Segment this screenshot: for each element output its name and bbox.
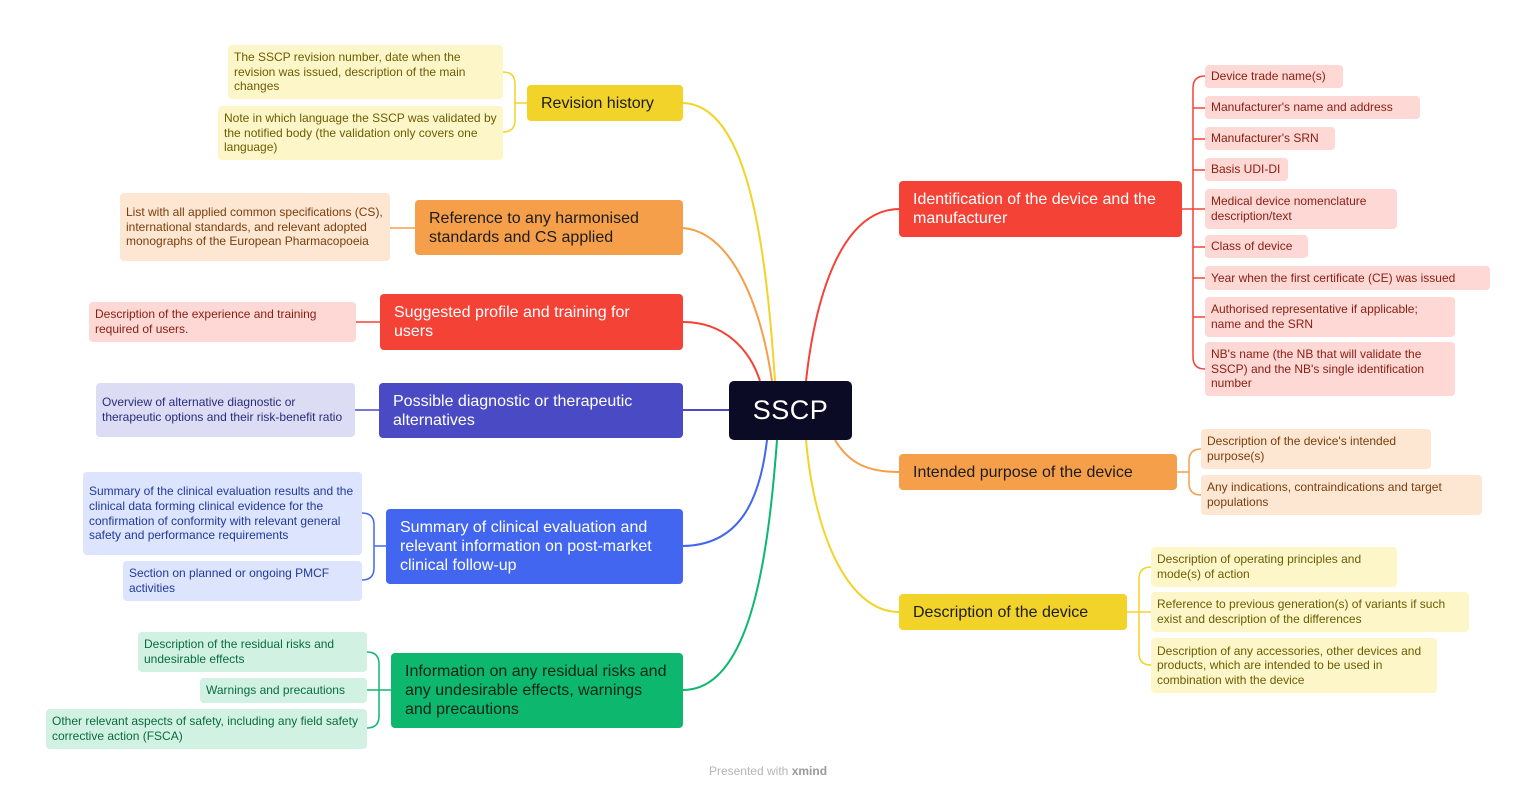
leaf-applied-specifications[interactable]: List with all applied common specificati… bbox=[120, 193, 390, 261]
leaf-accessories[interactable]: Description of any accessories, other de… bbox=[1151, 638, 1437, 693]
branch-intended-purpose[interactable]: Intended purpose of the device bbox=[899, 454, 1177, 490]
branch-revision-history[interactable]: Revision history bbox=[527, 85, 683, 121]
leaf-intended-purpose[interactable]: Description of the device's intended pur… bbox=[1201, 429, 1431, 469]
branch-alternatives[interactable]: Possible diagnostic or therapeutic alter… bbox=[379, 383, 683, 438]
leaf-operating-principles[interactable]: Description of operating principles and … bbox=[1151, 547, 1397, 587]
branch-identification[interactable]: Identification of the device and the man… bbox=[899, 181, 1182, 237]
leaf-device-class[interactable]: Class of device bbox=[1205, 235, 1308, 258]
leaf-warnings-precautions[interactable]: Warnings and precautions bbox=[200, 678, 367, 703]
leaf-revision-number[interactable]: The SSCP revision number, date when the … bbox=[228, 45, 503, 99]
footer-prefix: Presented with bbox=[708, 764, 789, 778]
leaf-indications-populations[interactable]: Any indications, contraindications and t… bbox=[1201, 475, 1482, 515]
leaf-previous-generations[interactable]: Reference to previous generation(s) of v… bbox=[1151, 592, 1469, 632]
branch-residual-risks[interactable]: Information on any residual risks and an… bbox=[391, 653, 683, 728]
leaf-basis-udi-di[interactable]: Basis UDI-DI bbox=[1205, 158, 1288, 181]
leaf-notified-body[interactable]: NB's name (the NB that will validate the… bbox=[1205, 342, 1455, 396]
leaf-experience-training[interactable]: Description of the experience and traini… bbox=[89, 302, 356, 342]
branch-device-description[interactable]: Description of the device bbox=[899, 594, 1127, 630]
leaf-trade-name[interactable]: Device trade name(s) bbox=[1205, 65, 1343, 88]
branch-user-profile-training[interactable]: Suggested profile and training for users bbox=[380, 294, 683, 350]
leaf-nomenclature[interactable]: Medical device nomenclature description/… bbox=[1205, 189, 1397, 229]
leaf-authorised-representative[interactable]: Authorised representative if applicable;… bbox=[1205, 297, 1455, 337]
root-topic[interactable]: SSCP bbox=[729, 381, 852, 440]
leaf-pmcf-activities[interactable]: Section on planned or ongoing PMCF activ… bbox=[123, 561, 362, 601]
leaf-alternative-options[interactable]: Overview of alternative diagnostic or th… bbox=[96, 383, 355, 437]
leaf-validation-language[interactable]: Note in which language the SSCP was vali… bbox=[218, 106, 503, 160]
xmind-logo: xmind bbox=[791, 764, 828, 778]
leaf-manufacturer-srn[interactable]: Manufacturer's SRN bbox=[1205, 127, 1335, 150]
presented-with-footer: Presented with xmind bbox=[0, 764, 1536, 778]
leaf-first-certificate-year[interactable]: Year when the first certificate (CE) was… bbox=[1205, 266, 1490, 290]
leaf-clinical-results[interactable]: Summary of the clinical evaluation resul… bbox=[83, 472, 362, 555]
leaf-fsca[interactable]: Other relevant aspects of safety, includ… bbox=[46, 709, 367, 749]
leaf-manufacturer-address[interactable]: Manufacturer's name and address bbox=[1205, 96, 1420, 119]
branch-clinical-evaluation[interactable]: Summary of clinical evaluation and relev… bbox=[386, 509, 683, 584]
leaf-residual-risks[interactable]: Description of the residual risks and un… bbox=[138, 632, 367, 672]
branch-harmonised-standards[interactable]: Reference to any harmonised standards an… bbox=[415, 200, 683, 255]
